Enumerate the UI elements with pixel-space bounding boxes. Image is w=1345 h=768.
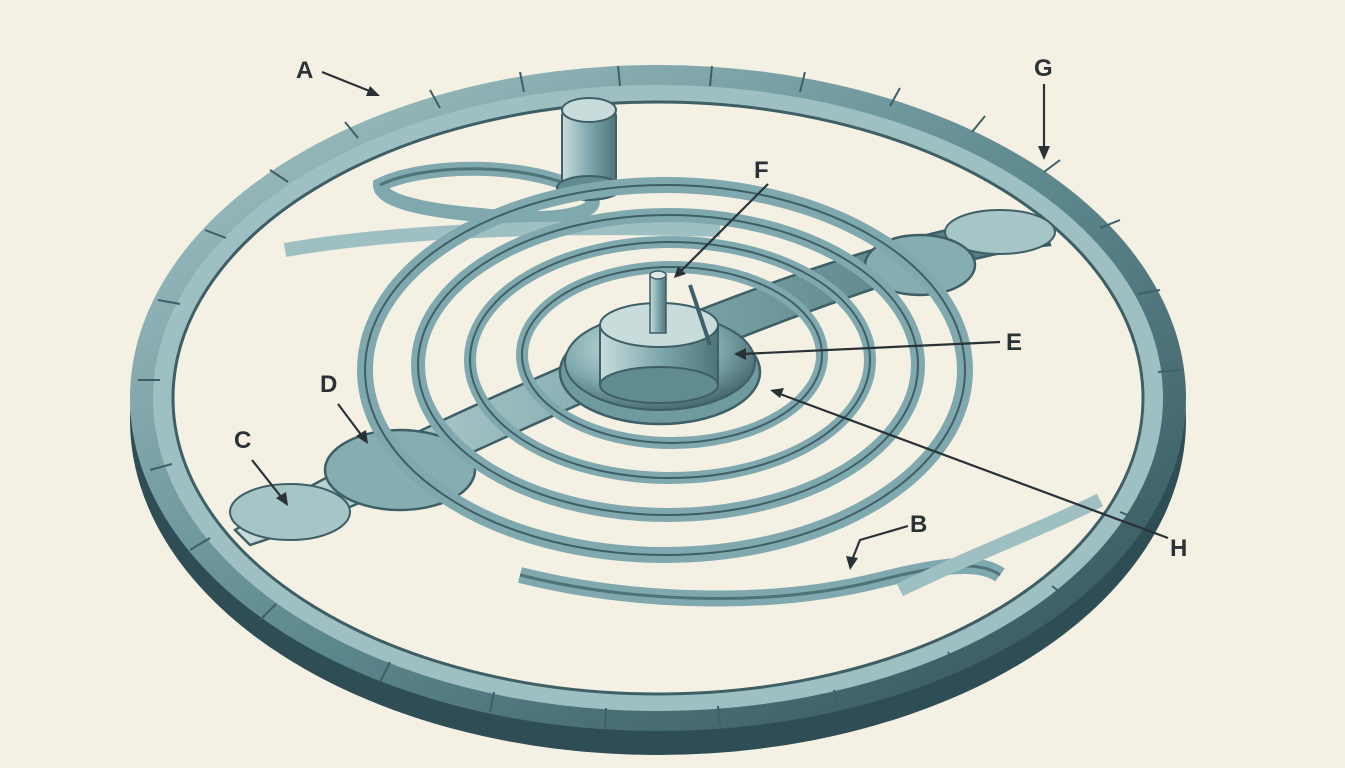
- callout-label-f: F: [754, 157, 769, 184]
- collet-hub: [558, 270, 762, 426]
- leader-lines: [251, 70, 1169, 570]
- callout-label-a: A: [296, 57, 313, 84]
- callout-label-e: E: [1006, 329, 1022, 356]
- hairspring: [357, 177, 973, 563]
- callout-label-g: G: [1034, 55, 1053, 82]
- balance-staff: [649, 274, 667, 334]
- callout-label-d: D: [320, 371, 337, 398]
- callout-label-c: C: [234, 427, 251, 454]
- callout-label-b: B: [910, 511, 927, 538]
- arm-end-left: [229, 483, 351, 541]
- rim-screw-slots: [138, 65, 1181, 729]
- callout-labels: A G F E D C B H: [234, 55, 1187, 562]
- compensation-loops: [283, 161, 1104, 607]
- callout-label-h: H: [1170, 535, 1187, 562]
- hairspring-inner-end: [688, 284, 712, 346]
- arm-end-right: [944, 209, 1056, 255]
